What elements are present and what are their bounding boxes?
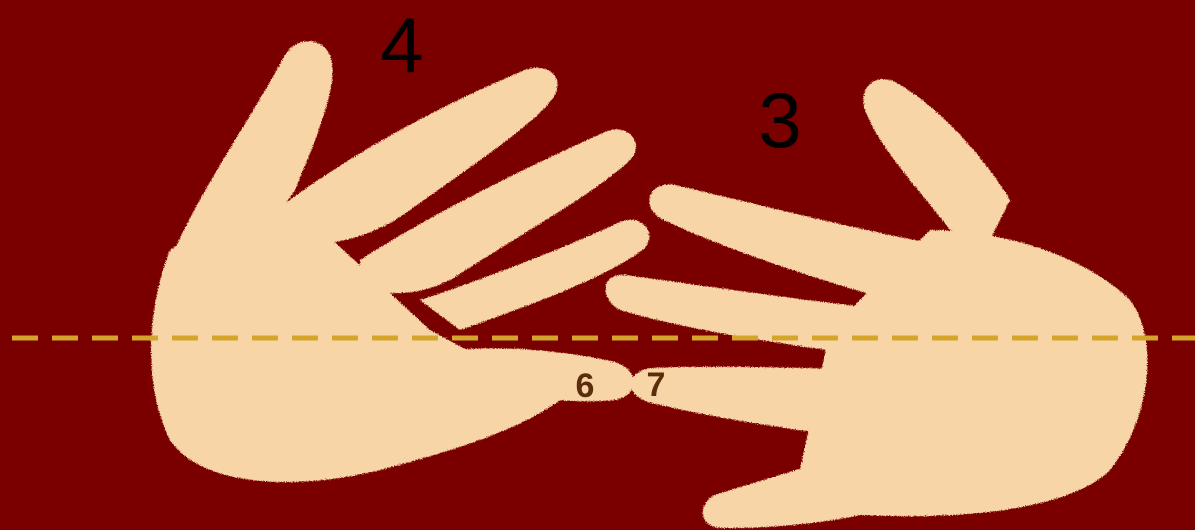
- left-hand-count-label: 4: [380, 1, 423, 89]
- right-hand-count-label: 3: [758, 76, 801, 164]
- left-finger-number-label: 6: [576, 367, 595, 405]
- right-finger-number-label: 7: [647, 366, 666, 404]
